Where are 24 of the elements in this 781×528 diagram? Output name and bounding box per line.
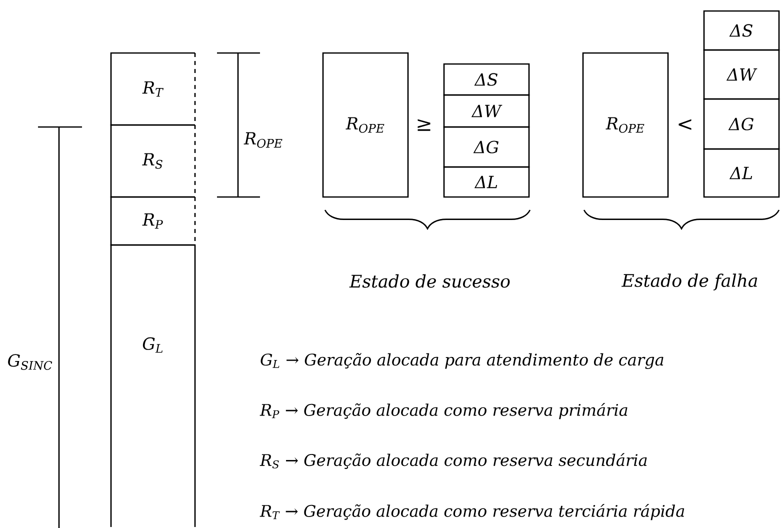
brace-label: Estado de falha [621,274,758,290]
stack-cell: ΔW [443,94,530,128]
stack-cell: R$_{T}$ [110,52,196,126]
comparison-sign: < [678,119,692,130]
dimension-label: R$_{OPE}$ [244,132,282,148]
reserve-box: R$_{OPE}$ [322,52,409,198]
stack-cell: ΔS [703,10,780,51]
brace-label: Estado de sucesso [349,274,510,288]
definition-text: R$_{T}$ → Geração alocada como reserva terciária rápida [260,504,684,520]
definition-text: R$_{P}$ → Geração alocada como reserva primária [260,402,628,420]
stack-cell: ΔG [443,126,530,168]
stack-cell: ΔL [443,166,530,198]
stack-cell: R$_{P}$ [110,196,196,246]
stack-cell: ΔW [703,49,780,100]
definition-text: R$_{S}$ → Geração alocada como reserva secundária [260,453,647,469]
definition-text: G$_{L}$ → Geração alocada para atendimento de carga [260,353,664,369]
stack-cell: ΔL [703,148,780,198]
reserve-box: R$_{OPE}$ [582,52,669,198]
comparison-sign: ≥ [418,119,430,131]
stack-cell: R$_{S}$ [110,124,196,198]
stack-cell: G$_{L}$ [110,244,196,527]
dimension-label: G$_{SINC}$ [8,354,52,370]
stack-cell: ΔG [703,98,780,150]
stack-cell: ΔS [443,63,530,96]
